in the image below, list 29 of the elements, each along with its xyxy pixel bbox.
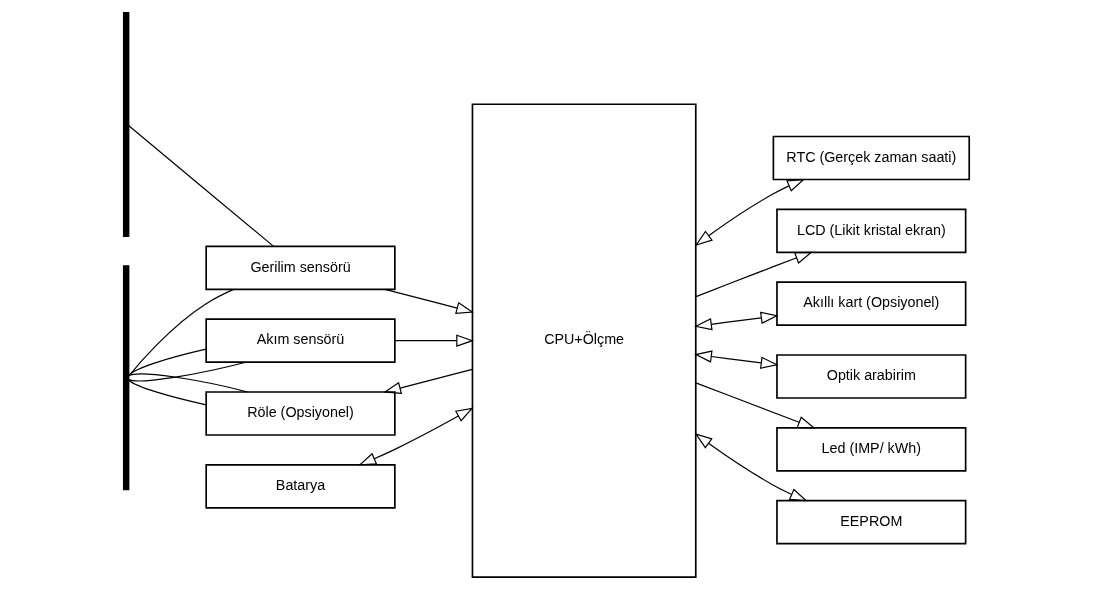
- node-box: Optik arabirim: [776, 354, 967, 399]
- connector: [128, 379, 207, 406]
- arrow: [694, 311, 779, 331]
- node-box: Led (IMP/ kWh): [776, 427, 967, 472]
- arrow: [394, 334, 475, 347]
- arrow: [383, 368, 473, 394]
- arrow: [695, 382, 816, 429]
- arrow: [695, 251, 813, 298]
- node-box: RTC (Gerçek zaman saati): [772, 135, 971, 181]
- node-bar: [122, 265, 130, 491]
- connector: [128, 373, 249, 393]
- node-box: Röle (Opsiyonel): [205, 391, 396, 436]
- connector: [128, 125, 274, 247]
- node-box: Batarya: [205, 464, 396, 509]
- node-box: EEPROM: [776, 499, 967, 545]
- node-box: Gerilim sensörü: [205, 245, 396, 291]
- arrow: [694, 433, 808, 502]
- arrow: [694, 178, 805, 247]
- connector: [128, 288, 235, 377]
- connector: [128, 348, 207, 376]
- node-box: Akım sensörü: [205, 318, 396, 363]
- node-box: Akıllı kart (Opsiyonel): [776, 281, 967, 326]
- node-box: LCD (Likit kristal ekran): [776, 208, 967, 254]
- arrow: [694, 350, 779, 369]
- arrow: [384, 288, 474, 315]
- arrow: [358, 407, 474, 466]
- node-bar: [122, 12, 130, 238]
- node-box: CPU+Ölçme: [471, 103, 697, 578]
- connector: [128, 361, 247, 382]
